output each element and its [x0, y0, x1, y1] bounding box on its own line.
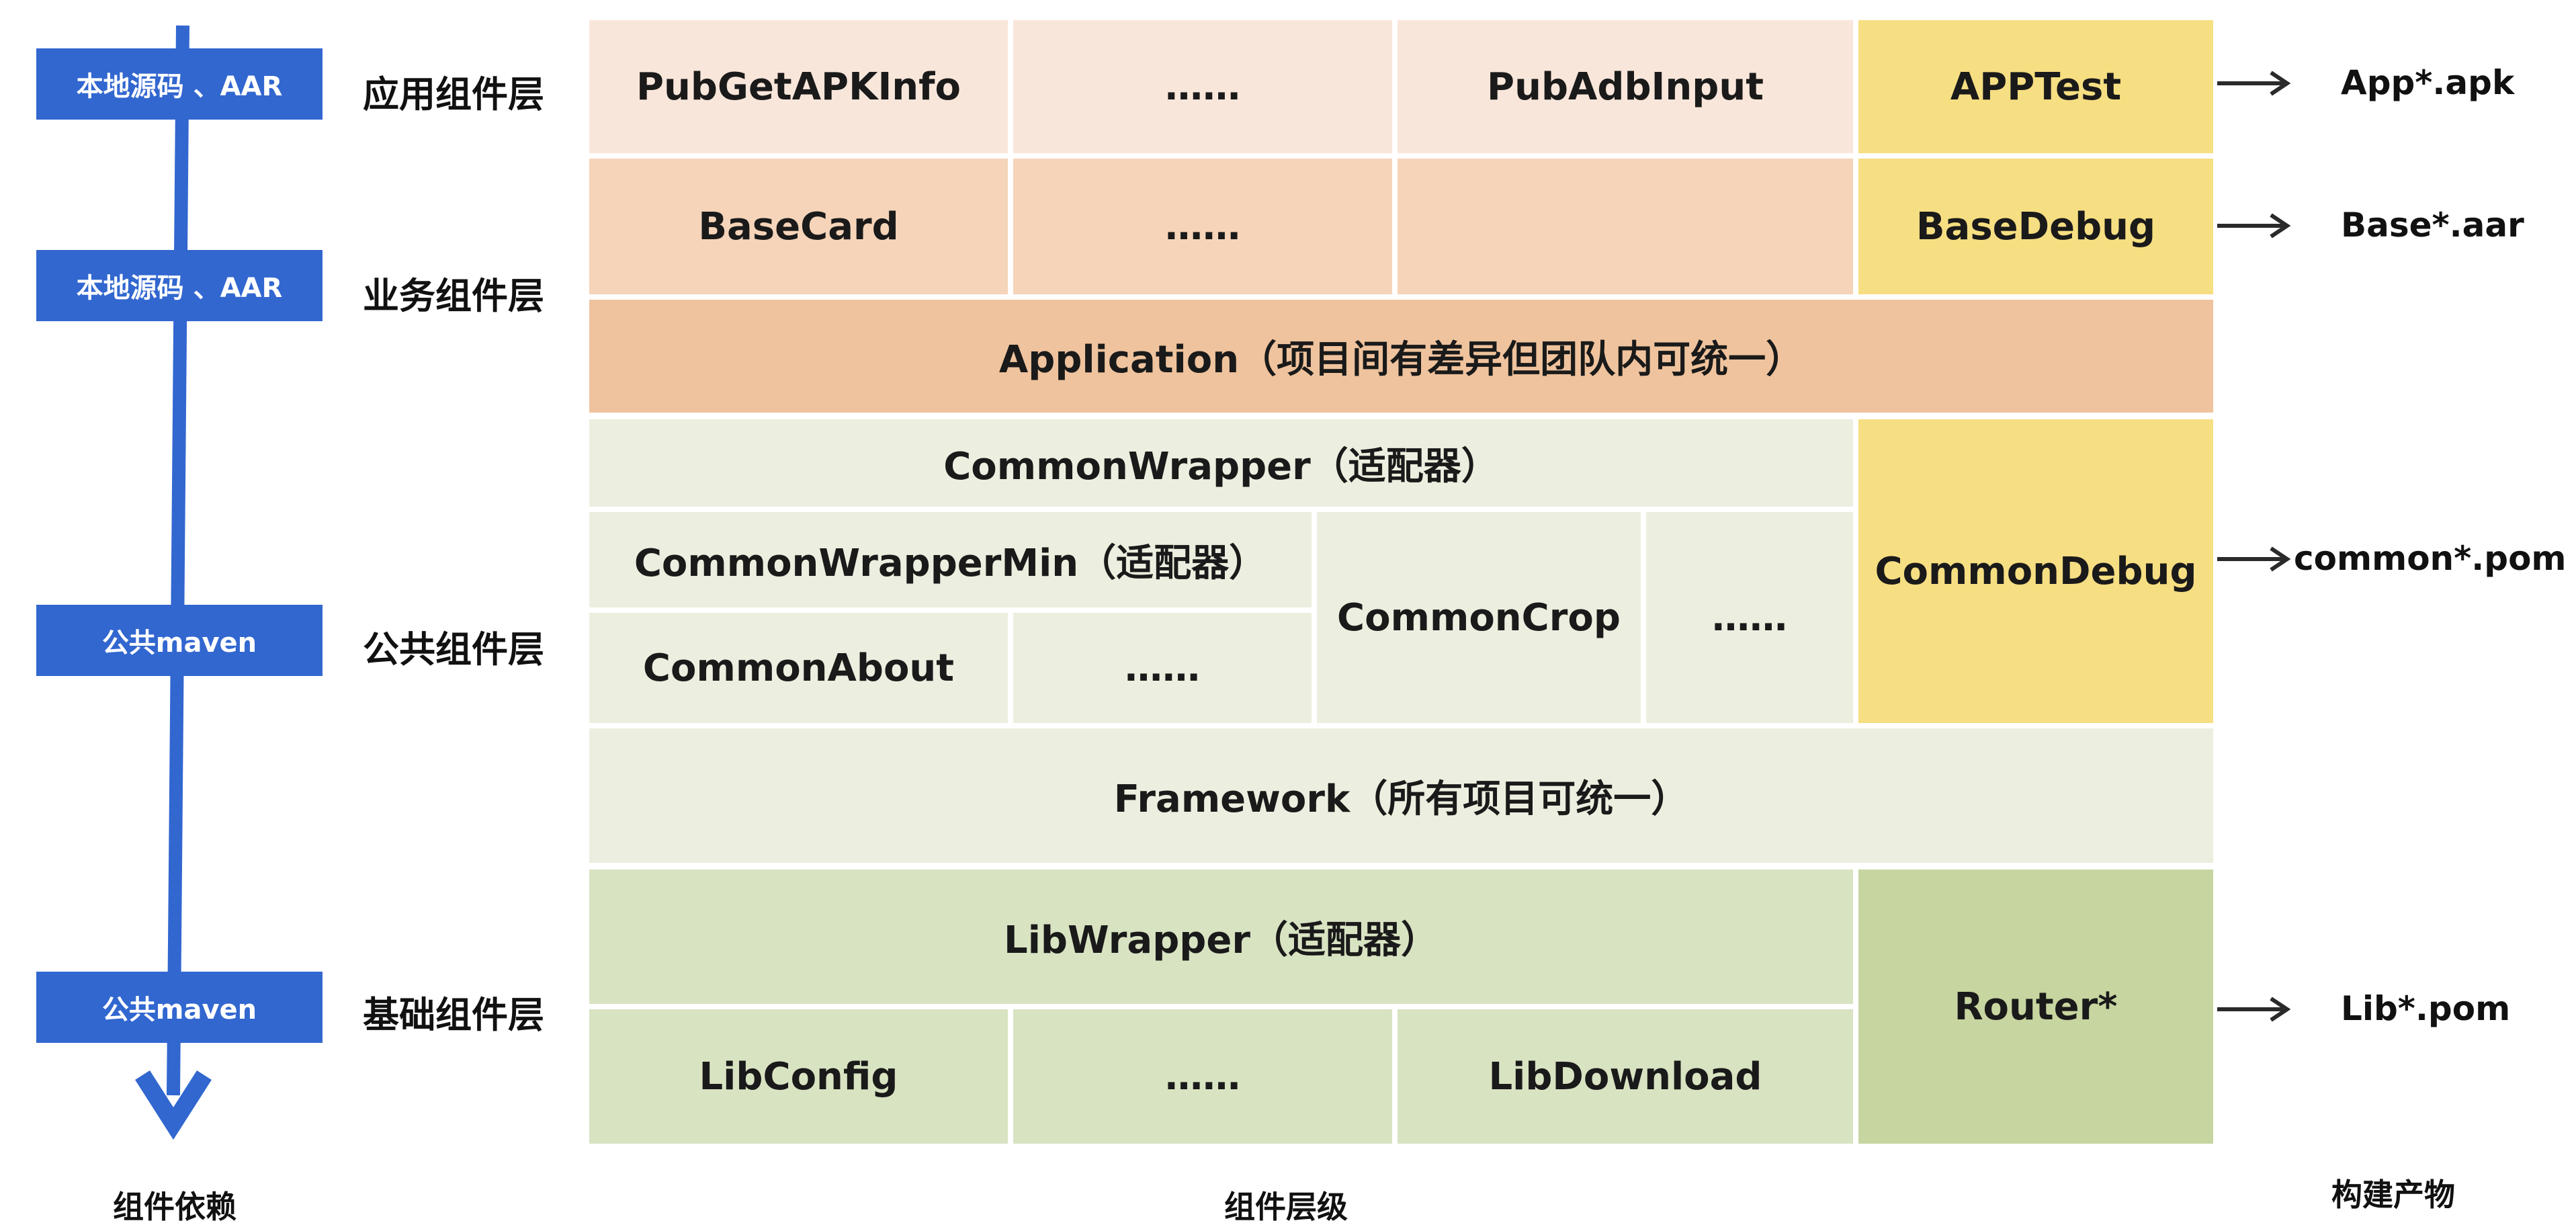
block-business-ellipsis: …… [1013, 159, 1392, 294]
block-base-card: BaseCard [589, 159, 1008, 294]
block-common-about: CommonAbout [589, 613, 1008, 723]
artifact-arrows [2217, 71, 2291, 1022]
caption-dependency: 组件依赖 [113, 1189, 237, 1225]
dependency-arrow-shaft [167, 25, 189, 1096]
block-app-ellipsis: …… [1013, 20, 1392, 153]
block-app-test: APPTest [1858, 20, 2213, 153]
block-lib-ellipsis: …… [1013, 1009, 1392, 1144]
dependency-badge-maven-2: 公共maven [36, 972, 323, 1043]
block-common-wrapper: CommonWrapper（适配器） [589, 419, 1853, 507]
block-lib-download: LibDownload [1398, 1009, 1853, 1144]
artifact-common-pom: common*.pom [2294, 539, 2567, 578]
block-router: Router* [1858, 870, 2213, 1144]
block-common-ellipsis-left: …… [1013, 613, 1312, 723]
artifact-base-aar: Base*.aar [2341, 206, 2524, 245]
block-pub-get-apk-info: PubGetAPKInfo [589, 20, 1008, 153]
block-business-empty [1398, 159, 1853, 294]
layer-label-app: 应用组件层 [363, 73, 544, 116]
artifact-lib-pom: Lib*.pom [2341, 989, 2511, 1028]
caption-artifacts: 构建产物 [2331, 1177, 2455, 1213]
dependency-badge-local-source-2: 本地源码 、AAR [36, 250, 323, 321]
layer-label-base: 基础组件层 [363, 994, 544, 1036]
block-lib-config: LibConfig [589, 1009, 1008, 1144]
dependency-badge-local-source-1: 本地源码 、AAR [36, 48, 323, 120]
block-common-ellipsis-right: …… [1646, 512, 1853, 723]
block-pub-adb-input: PubAdbInput [1398, 20, 1853, 153]
layer-label-business: 业务组件层 [363, 275, 544, 317]
dependency-arrow-head [135, 1070, 212, 1140]
caption-layers: 组件层级 [1224, 1189, 1348, 1225]
dependency-badge-maven-1: 公共maven [36, 605, 323, 676]
artifact-app-apk: App*.apk [2341, 63, 2515, 102]
block-application: Application（项目间有差异但团队内可统一） [589, 300, 2213, 413]
block-base-debug: BaseDebug [1858, 159, 2213, 294]
layer-label-common: 公共组件层 [363, 628, 544, 671]
block-common-debug: CommonDebug [1858, 419, 2213, 723]
block-lib-wrapper: LibWrapper（适配器） [589, 870, 1853, 1004]
block-common-wrapper-min: CommonWrapperMin（适配器） [589, 512, 1312, 607]
block-framework: Framework（所有项目可统一） [589, 728, 2213, 863]
block-common-crop: CommonCrop [1317, 512, 1641, 723]
